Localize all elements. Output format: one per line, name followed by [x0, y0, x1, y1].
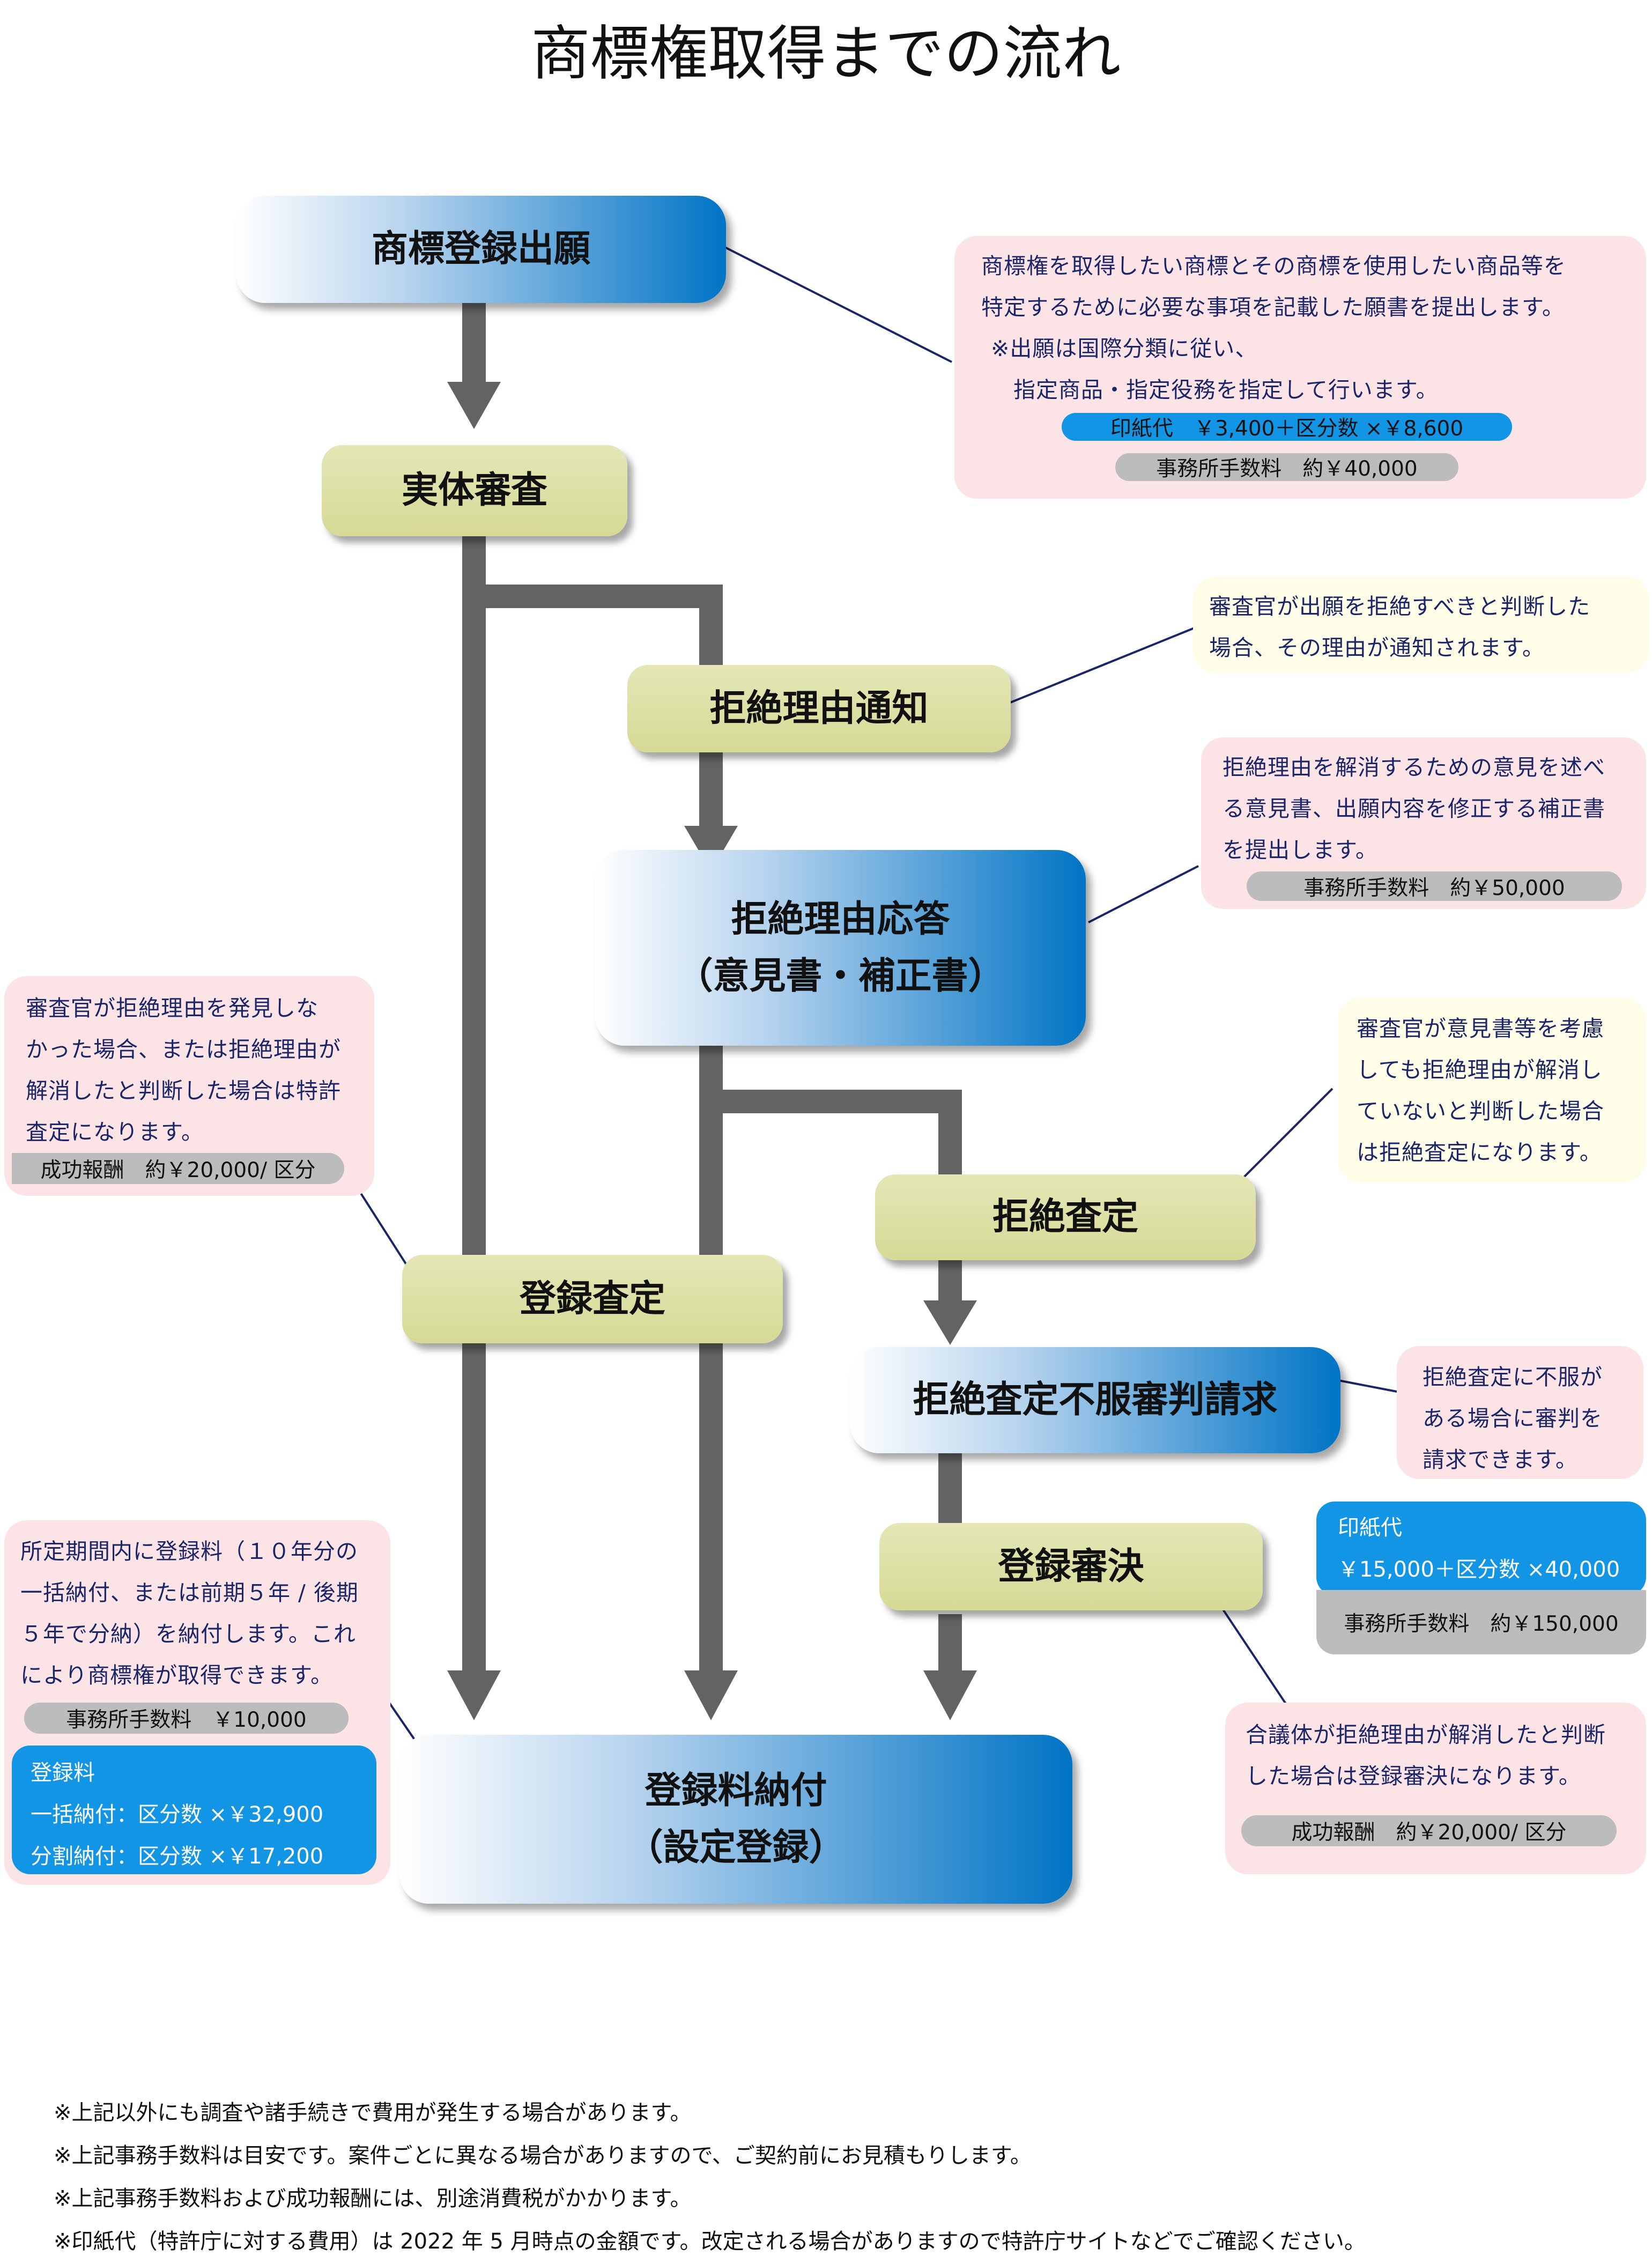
appeal-stamp-fee-label: 印紙代 — [1338, 1515, 1402, 1540]
appeal-office-fee: 事務所手数料 約￥150,000 — [1316, 1590, 1646, 1654]
fee-payment-office-fee: 事務所手数料 ￥10,000 — [24, 1703, 349, 1734]
node-application: 商標登録出願 — [236, 196, 726, 303]
note-rejection-notice-line: 場合、その理由が通知されます。 — [1209, 635, 1545, 661]
node-rejection-notice-label: 拒絶理由通知 — [709, 687, 929, 730]
footnote: ※上記事務手数料および成功報酬には、別途消費税がかかります。 — [54, 2186, 692, 2211]
appeal-registration-success-fee: 成功報酬 約￥20,000/ 区分 — [1241, 1815, 1617, 1846]
note-registration-decision-line: 査定になります。 — [26, 1119, 204, 1145]
note-appeal-registration-line: した場合は登録審決になります。 — [1246, 1763, 1581, 1789]
note-rejection-decision-line: しても拒絶理由が解消し — [1357, 1057, 1603, 1083]
arrow-to-fee-payment-right — [923, 1670, 977, 1720]
node-registration-decision: 登録査定 — [402, 1255, 783, 1343]
note-appeal-line: 拒絶査定に不服が — [1423, 1364, 1603, 1390]
note-registration-decision-line: 審査官が拒絶理由を発見しな — [26, 995, 318, 1021]
note-application-line: 特定するために必要な事項を記載した願書を提出します。 — [981, 294, 1565, 321]
appeal-stamp-fee-box: 印紙代 ￥15,000＋区分数 ×40,000 — [1316, 1502, 1646, 1595]
node-substantive-exam-label: 実体審査 — [401, 469, 547, 512]
arrow-to-response — [684, 826, 738, 871]
note-appeal-line: 請求できます。 — [1423, 1447, 1578, 1473]
application-office-fee: 事務所手数料 約￥40,000 — [1115, 453, 1458, 481]
arrow-to-fee-payment-left — [447, 1670, 501, 1720]
footnote: ※上記事務手数料は目安です。案件ごとに異なる場合がありますので、ご契約前にお見積… — [54, 2143, 1032, 2168]
note-fee-payment-line: 所定期間内に登録料（１０年分の — [20, 1539, 358, 1564]
note-appeal-registration-line: 合議体が拒絶理由が解消したと判断 — [1246, 1722, 1606, 1748]
application-stamp-fee: 印紙代 ￥3,400＋区分数 ×￥8,600 — [1062, 413, 1512, 441]
footnote: ※印紙代（特許庁に対する費用）は 2022 年 5 月時点の金額です。改定される… — [54, 2229, 1366, 2254]
note-appeal-line: ある場合に審判を — [1423, 1406, 1603, 1432]
node-appeal-registration: 登録審決 — [879, 1523, 1263, 1610]
node-appeal-registration-label: 登録審決 — [998, 1545, 1144, 1588]
footnote: ※上記以外にも調査や諸手続きで費用が発生する場合があります。 — [54, 2101, 692, 2125]
note-response-line: る意見書、出願内容を修正する補正書 — [1223, 796, 1605, 822]
note-fee-payment-line: 一括納付、または前期５年 / 後期 — [20, 1580, 359, 1606]
note-appeal: 拒絶査定に不服が ある場合に審判を 請求できます。 — [1397, 1346, 1643, 1479]
arrow-to-fee-payment-middle — [684, 1670, 738, 1720]
note-fee-payment-line: ５年で分納）を納付します。これ — [20, 1621, 356, 1647]
note-rejection-decision-line: は拒絶査定になります。 — [1357, 1140, 1602, 1166]
note-application-line: 指定商品・指定役務を指定して行います。 — [1013, 377, 1439, 403]
note-rejection-decision-line: ていないと判断した場合 — [1357, 1098, 1604, 1125]
registration-fee-split: 分割納付：区分数 ×￥17,200 — [31, 1844, 324, 1869]
node-registration-decision-label: 登録査定 — [519, 1277, 665, 1320]
footnotes: ※上記以外にも調査や諸手続きで費用が発生する場合があります。 ※上記事務手数料は… — [54, 2091, 1366, 2263]
registration-fee-label: 登録料 — [31, 1761, 95, 1785]
note-registration-decision-line: かった場合、または拒絶理由が — [26, 1037, 341, 1063]
note-response-line: 拒絶理由を解消するための意見を述べ — [1223, 755, 1605, 780]
page-title: 商標権取得までの流れ — [531, 19, 1121, 88]
note-rejection-decision: 審査官が意見書等を考慮 しても拒絶理由が解消し ていないと判断した場合 は拒絶査… — [1338, 997, 1646, 1182]
note-rejection-notice-line: 審査官が出願を拒絶すべきと判断した — [1209, 594, 1591, 619]
node-appeal: 拒絶査定不服審判請求 — [850, 1347, 1340, 1453]
note-rejection-decision-line: 審査官が意見書等を考慮 — [1357, 1016, 1604, 1041]
note-application-line: ※出願は国際分類に従い、 — [991, 336, 1258, 362]
registration-fee-lump: 一括納付：区分数 ×￥32,900 — [31, 1802, 324, 1827]
note-appeal-registration: 合議体が拒絶理由が解消したと判断 した場合は登録審決になります。 — [1225, 1703, 1646, 1874]
note-response-line: を提出します。 — [1223, 837, 1378, 863]
node-fee-payment: 登録料納付 （設定登録） — [399, 1735, 1072, 1904]
node-response-label-1: 拒絶理由応答 — [731, 898, 950, 941]
appeal-stamp-fee-value: ￥15,000＋区分数 ×40,000 — [1338, 1557, 1620, 1582]
node-rejection-decision: 拒絶査定 — [875, 1174, 1256, 1260]
node-fee-payment-label-2: （設定登録） — [626, 1826, 846, 1869]
registration-fee-box: 登録料 一括納付：区分数 ×￥32,900 分割納付：区分数 ×￥17,200 — [12, 1746, 376, 1874]
connector-pipes — [447, 290, 977, 1720]
note-registration-decision-line: 解消したと判断した場合は特許 — [26, 1078, 341, 1104]
arrow-to-appeal — [923, 1300, 977, 1345]
arrow-to-exam — [447, 382, 501, 429]
registration-decision-success-fee: 成功報酬 約￥20,000/ 区分 — [12, 1153, 344, 1184]
node-substantive-exam: 実体審査 — [322, 445, 627, 536]
response-office-fee: 事務所手数料 約￥50,000 — [1247, 871, 1622, 901]
note-rejection-notice: 審査官が出願を拒絶すべきと判断した 場合、その理由が通知されます。 — [1193, 576, 1649, 673]
node-response-label-2: （意見書・補正書） — [676, 955, 1005, 997]
node-rejection-notice: 拒絶理由通知 — [627, 665, 1011, 752]
node-application-label: 商標登録出願 — [371, 228, 590, 271]
node-appeal-label: 拒絶査定不服審判請求 — [913, 1379, 1278, 1422]
node-rejection-decision-label: 拒絶査定 — [992, 1196, 1138, 1239]
note-application-line: 商標権を取得したい商標とその商標を使用したい商品等を — [981, 253, 1566, 279]
node-fee-payment-label-1: 登録料納付 — [644, 1770, 827, 1813]
node-response: 拒絶理由応答 （意見書・補正書） — [595, 850, 1086, 1046]
note-fee-payment-line: により商標権が取得できます。 — [20, 1662, 334, 1689]
